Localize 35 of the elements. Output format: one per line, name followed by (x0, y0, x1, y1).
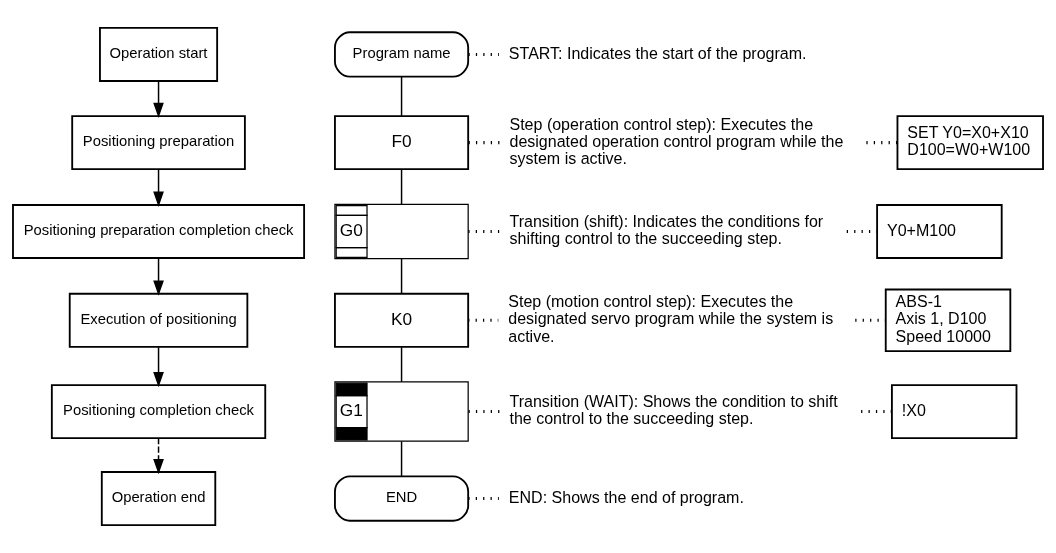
connector (866, 141, 898, 145)
node-text: Transition (WAIT): Shows the condition to shift the control to the succeeding step. (509, 392, 838, 428)
connector (400, 346, 403, 383)
node-box: Execution of positioning (68, 292, 249, 348)
arrow (153, 437, 164, 475)
node-text: Transition (shift): Indicates the conditions for shifting control to the succeeding step. (509, 212, 824, 248)
node-box: F0 (334, 115, 470, 171)
connector (400, 257, 403, 295)
arrow (153, 80, 164, 118)
node-text: START: Indicates the start of the program. (508, 43, 807, 62)
node-text: END: Shows the end of program. (508, 487, 744, 506)
node-text: Step (operation control step): Executes the designated operation control program while the system is active. (509, 114, 844, 168)
node-text: Step (motion control step): Executes the designated servo program while the system is active. (508, 292, 834, 345)
connector (400, 168, 403, 205)
connector (468, 141, 500, 145)
node-box: Positioning preparation completion check (12, 204, 306, 259)
node-box: K0 (334, 292, 470, 348)
node-box: Operation end (100, 471, 217, 526)
node-box: Program name (334, 31, 470, 78)
node-box: Positioning preparation (71, 115, 246, 171)
connector (861, 410, 892, 414)
connector (400, 76, 403, 117)
arrow (153, 168, 164, 207)
node-box: END (334, 475, 470, 522)
node-box: Positioning completion check (50, 384, 267, 440)
node-box: !X0 (891, 384, 1018, 440)
connector (468, 410, 500, 414)
arrow (153, 346, 164, 388)
node-box: ABS-1 Axis 1, D100 Speed 10000 (884, 288, 1012, 353)
connector (468, 229, 500, 233)
node-box: Operation start (99, 27, 219, 82)
node-box: Y0+M100 (876, 204, 1003, 259)
arrow (153, 257, 164, 296)
node-box: SET Y0=X0+X10 D100=W0+W100 (896, 115, 1044, 171)
connector (400, 440, 403, 477)
